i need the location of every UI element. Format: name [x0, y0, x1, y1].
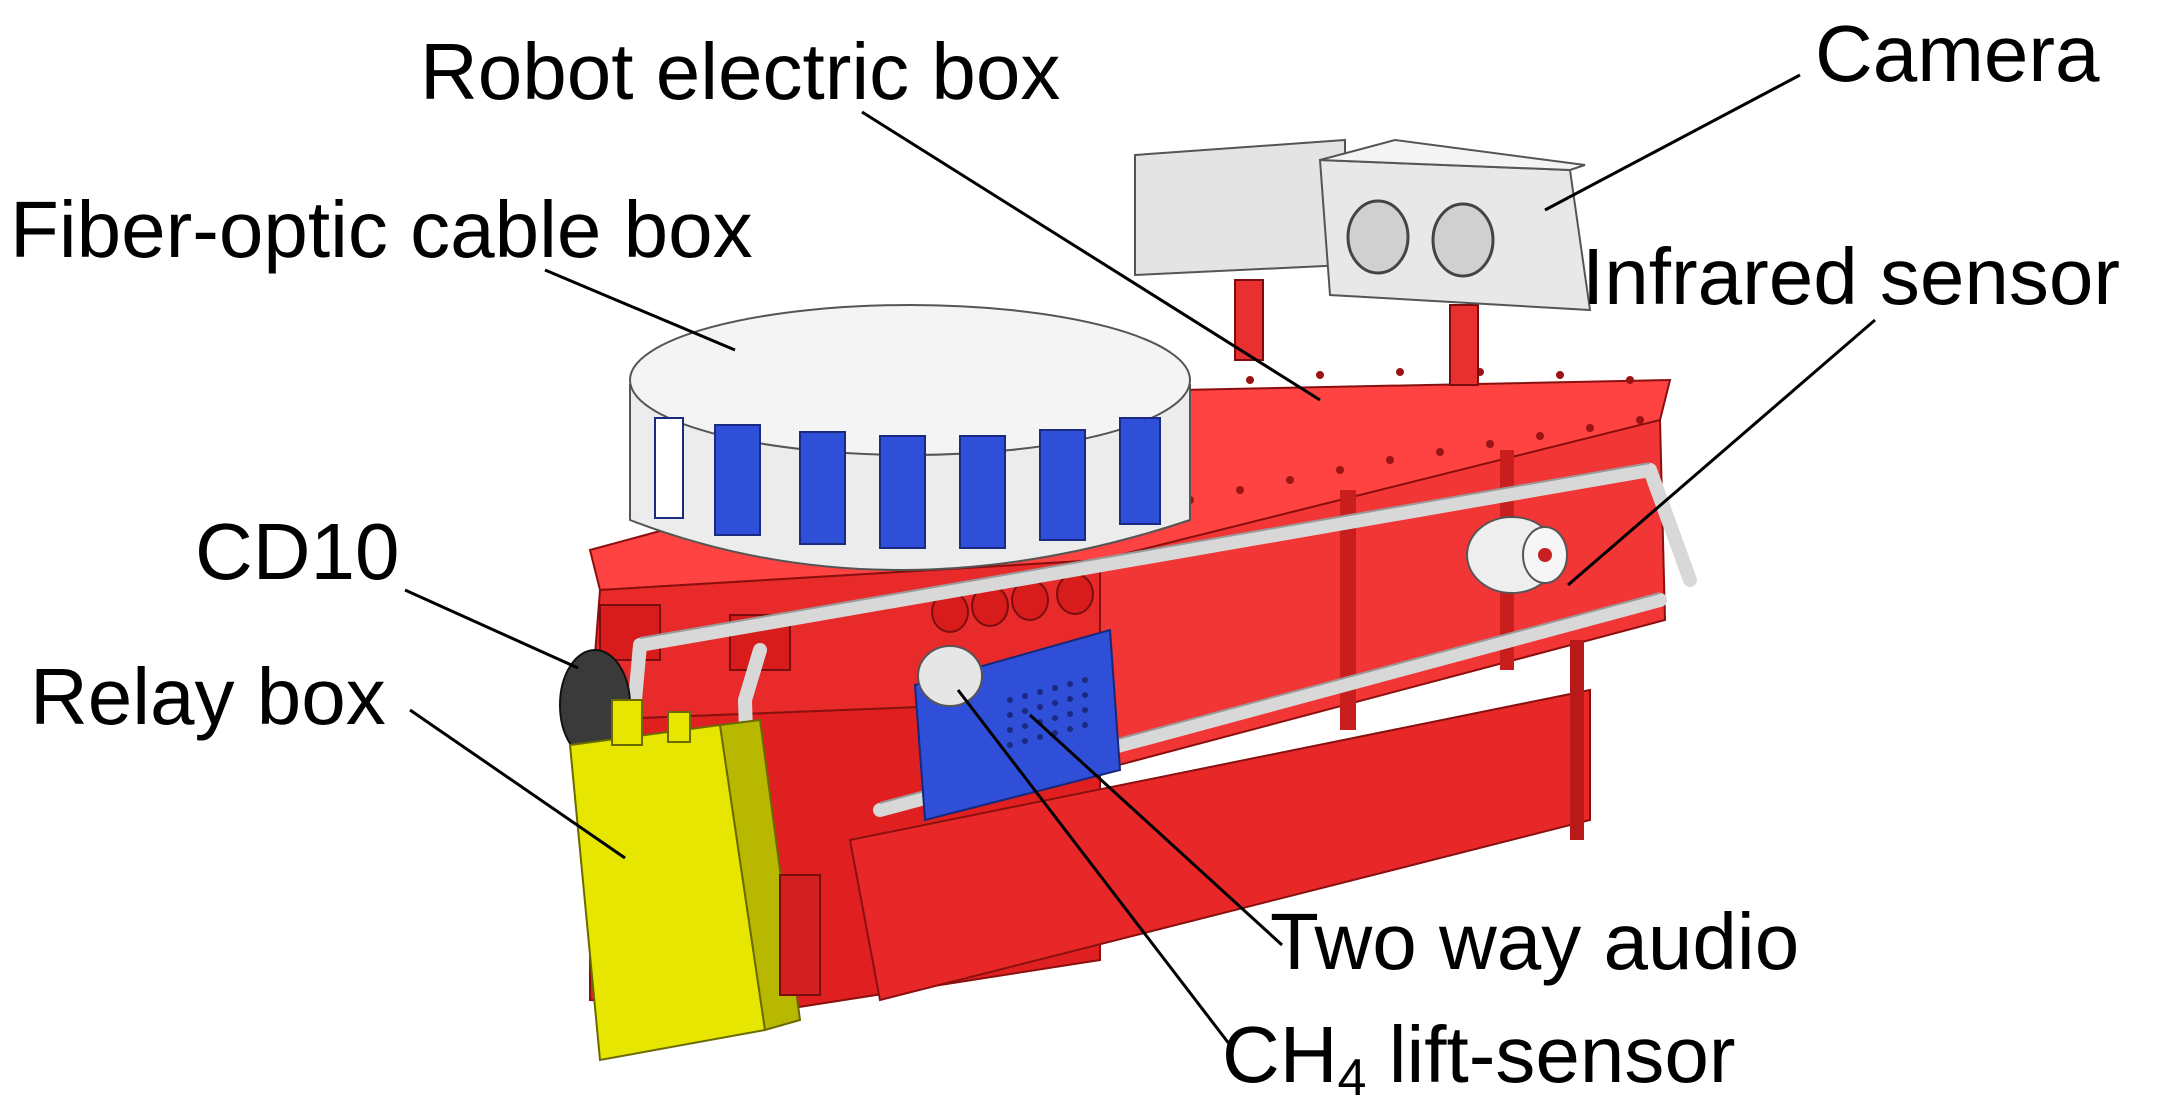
body-rib	[1340, 490, 1356, 730]
leader-lines	[404, 73, 1876, 1046]
body-rib	[1570, 640, 1584, 840]
leader-relay-box	[409, 708, 626, 860]
camera-body-top	[1319, 138, 1586, 172]
camera-lens	[1431, 202, 1495, 278]
camera-post	[1234, 279, 1264, 361]
leader-robot-electric-box	[861, 110, 1321, 402]
leader-fiber-optic	[544, 268, 736, 352]
leader-camera	[1544, 73, 1801, 212]
relay-box-connector	[611, 699, 643, 746]
cable-box-windows	[654, 417, 1161, 549]
label-fiber-optic-cable-box: Fiber-optic cable box	[10, 185, 753, 274]
ch4-suffix: lift-sensor	[1366, 1010, 1736, 1099]
robot-body-skirt	[848, 688, 1591, 1002]
label-cd10: CD10	[195, 507, 400, 596]
camera-body-left	[1134, 138, 1346, 277]
leader-cd10	[404, 588, 579, 670]
leader-ch4	[956, 689, 1232, 1046]
ch4-subscript: 4	[1337, 1049, 1367, 1107]
relay-box-connector	[667, 711, 691, 743]
label-ch4-lift-sensor: CH4 lift-sensor	[1222, 1015, 1735, 1105]
camera-lens	[1346, 199, 1410, 275]
ch4-sensor	[917, 645, 983, 707]
label-two-way-audio: Two way audio	[1270, 897, 1800, 986]
audio-grille	[1007, 677, 1088, 748]
infrared-sensor-hole	[1538, 548, 1552, 562]
label-relay-box: Relay box	[30, 652, 386, 741]
label-infrared-sensor: Infrared sensor	[1582, 232, 2121, 321]
leader-two-way-audio	[1028, 713, 1284, 947]
leader-infrared	[1567, 318, 1876, 587]
ch4-prefix: CH	[1222, 1010, 1338, 1099]
relay-box-mount	[779, 874, 821, 996]
label-robot-electric-box: Robot electric box	[420, 27, 1061, 116]
camera-post	[1449, 304, 1479, 386]
label-camera: Camera	[1815, 9, 2100, 98]
